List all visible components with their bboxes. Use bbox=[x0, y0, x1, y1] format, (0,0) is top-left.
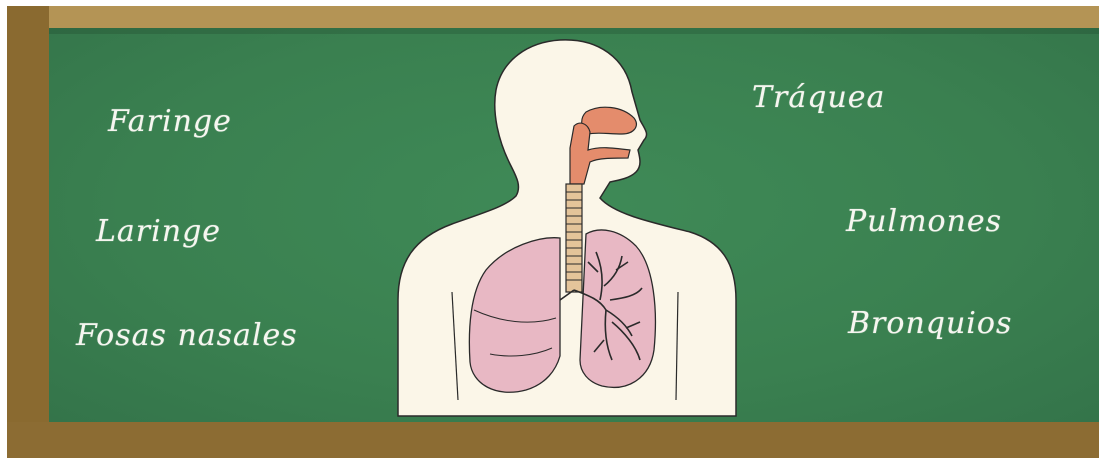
label-laringe: Laringe bbox=[96, 214, 221, 249]
label-bronquios: Bronquios bbox=[848, 306, 1012, 341]
label-traquea: Tráquea bbox=[752, 80, 885, 115]
label-pulmones: Pulmones bbox=[846, 204, 1002, 239]
label-fosas-nasales: Fosas nasales bbox=[76, 318, 298, 353]
label-faringe: Faringe bbox=[108, 104, 232, 139]
